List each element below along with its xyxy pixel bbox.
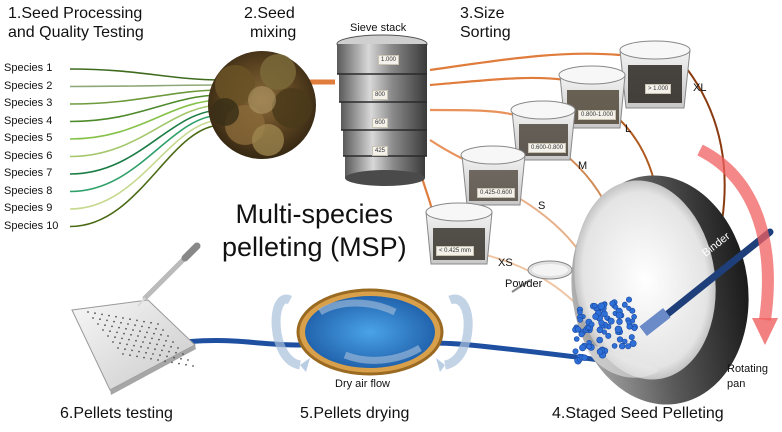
species-list: Species 1 Species 2 Species 3 Species 4 …: [4, 60, 58, 235]
species-item-7: Species 7: [4, 167, 53, 179]
pellet-testing-plate: [71, 299, 196, 395]
rotation-arrow: [697, 144, 774, 321]
size-code-l: L: [625, 123, 632, 135]
step-5-title: 5.Pellets drying: [300, 405, 410, 422]
sorting-line-l: [429, 76, 566, 87]
cup-label-xs: < 0.425 mm: [436, 246, 474, 256]
msp-title: Multi-species pelleting (MSP): [222, 198, 407, 264]
size-code-xl: XL: [693, 82, 707, 94]
sieve-mark-2: 800: [372, 90, 389, 100]
step-3-title: 3.Size Sorting: [460, 4, 511, 42]
sieve-stack-label: Sieve stack: [350, 22, 407, 34]
size-code-m: M: [578, 160, 588, 172]
msp-title-line-1: Multi-species: [235, 199, 394, 229]
step-6-title: 6.Pellets testing: [60, 405, 173, 422]
cup-label-m: 0.600-0.800: [528, 143, 567, 153]
species-line-9: [69, 119, 223, 210]
species-connection-lines: [69, 68, 223, 228]
step-4-title: 4.Staged Seed Pelleting: [552, 405, 724, 422]
sorting-line-m: [429, 108, 516, 117]
dry-air-flow-label: Dry air flow: [335, 378, 391, 390]
species-item-10: Species 10: [4, 219, 59, 232]
species-item-9: Species 9: [4, 202, 53, 214]
species-line-6: [69, 104, 223, 158]
step-1-line-2: and Quality Testing: [8, 24, 144, 41]
species-item-8: Species 8: [4, 184, 53, 197]
step-3-line-1: 3.Size: [460, 5, 505, 22]
rotating-pan-line-1: Rotating: [727, 363, 768, 375]
cup-label-s: 0.425-0.600: [477, 188, 516, 198]
rotating-pan-label: Rotating pan: [727, 362, 768, 392]
rotating-pan-line-2: pan: [727, 378, 746, 390]
pipette: [137, 242, 201, 307]
powder-sieve: [511, 260, 573, 293]
cup-label-xl: > 1.000: [645, 84, 672, 94]
sorting-line-s: [429, 139, 466, 161]
species-line-2: [69, 84, 223, 88]
seed-mixture: [208, 51, 316, 159]
species-line-8: [69, 114, 223, 193]
species-line-3: [69, 89, 223, 105]
sieve-mark-3: 600: [372, 118, 389, 128]
species-line-5: [69, 99, 223, 140]
cup-xl: [619, 40, 691, 109]
species-item-6: Species 6: [4, 149, 53, 162]
size-code-xs: XS: [498, 257, 513, 269]
species-line-4: [69, 94, 223, 123]
step-2-title: 2.Seed mixing: [244, 4, 296, 42]
binder-stick: [639, 228, 774, 336]
species-item-2: Species 2: [4, 79, 53, 92]
size-code-s: S: [538, 200, 546, 212]
sieve-mark-1: 1.000: [378, 55, 400, 65]
step-2-line-1: 2.Seed: [244, 5, 295, 22]
rotation-arrowhead: [752, 318, 778, 345]
step-3-line-2: Sorting: [460, 24, 511, 41]
sorting-line-xl: [429, 52, 621, 72]
species-item-5: Species 5: [4, 132, 53, 144]
sieve-mark-4: 425: [372, 146, 389, 156]
species-line-7: [69, 109, 223, 175]
step-1-line-1: 1.Seed Processing: [8, 5, 143, 22]
cup-label-l: 0.800-1.000: [578, 110, 617, 120]
species-line-1: [69, 68, 223, 81]
species-item-1: Species 1: [4, 62, 53, 74]
rotating-pan: [571, 175, 749, 405]
powder-label: Powder: [505, 278, 543, 290]
msp-title-line-2: pelleting (MSP): [222, 232, 407, 262]
drying-tray: [271, 288, 473, 376]
species-line-10: [69, 124, 223, 228]
step-1-title: 1.Seed Processing and Quality Testing: [8, 4, 144, 42]
species-item-3: Species 3: [4, 97, 53, 109]
species-item-4: Species 4: [4, 114, 53, 127]
step-2-line-2: mixing: [250, 24, 297, 41]
